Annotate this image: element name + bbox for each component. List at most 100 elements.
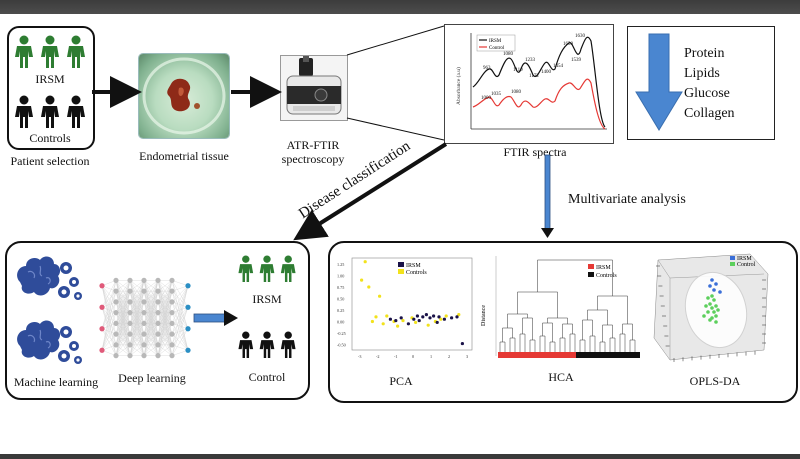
pca-point-irsm (435, 320, 439, 325)
nn-edge (157, 280, 173, 313)
nn-node (127, 342, 133, 348)
nn-node (127, 299, 133, 305)
svg-text:1000: 1000 (481, 96, 492, 101)
nn-node (99, 283, 105, 289)
person-icon (280, 255, 296, 283)
nn-node (169, 299, 175, 305)
nn-node (155, 310, 161, 316)
pca-caption: PCA (389, 374, 413, 388)
svg-text:1539: 1539 (571, 58, 582, 63)
ftir-ylabel: Absorbance (a.u) (455, 67, 462, 105)
nn-edge (129, 280, 145, 313)
irsm-patients-icon (15, 35, 85, 68)
svg-text:1454: 1454 (553, 64, 564, 69)
nn-node (185, 347, 191, 353)
pca-point-irsm (399, 316, 403, 320)
pca-ytick: 0.50 (337, 297, 344, 302)
pca-point-control (381, 322, 385, 326)
nn-edge (171, 285, 189, 356)
nn-node (113, 310, 119, 316)
opls-point-control (714, 320, 718, 324)
svg-text:1172: 1172 (529, 74, 539, 79)
nn-edge (143, 280, 159, 302)
svg-text:1650: 1650 (563, 42, 574, 47)
pca-point-control (360, 278, 364, 282)
nn-node (127, 288, 133, 294)
oplsda-3d-plot: IRSM Control (650, 250, 774, 364)
patient-selection-caption: Patient selection (10, 154, 90, 168)
svg-text:1080: 1080 (511, 90, 522, 95)
nn-edge (171, 328, 189, 356)
pca-point-control (363, 260, 367, 264)
nn-edge (115, 280, 131, 313)
pca-point-control (378, 294, 382, 298)
nn-node (141, 320, 147, 326)
nn-node (155, 342, 161, 348)
nn-node (155, 320, 161, 326)
pca-point-control (396, 324, 400, 328)
pca-legend-control: Controls (406, 270, 427, 276)
svg-text:1035: 1035 (491, 92, 502, 97)
nn-node (185, 283, 191, 289)
svg-text:1080: 1080 (503, 52, 514, 57)
pca-point-irsm (460, 341, 464, 346)
opls-point-irsm (712, 288, 716, 292)
nn-edge (115, 280, 131, 356)
nn-node (155, 353, 161, 359)
nn-edge (143, 280, 159, 356)
nn-edge (101, 291, 117, 351)
nn-edge (115, 280, 131, 292)
nn-edge (101, 312, 117, 351)
nn-edge (157, 280, 173, 302)
pca-point-irsm (417, 318, 421, 323)
nn-node (169, 331, 175, 337)
nn-edge (157, 301, 173, 356)
hca-caption: HCA (548, 370, 574, 384)
pca-point-control (426, 323, 430, 327)
nn-edge (129, 280, 145, 302)
machine-learning-label: Machine learning (13, 375, 99, 389)
nn-edge (143, 280, 159, 335)
nn-node (113, 331, 119, 337)
nn-edge (157, 280, 173, 335)
nn-edge (129, 323, 145, 356)
component-protein: Protein (684, 46, 725, 61)
nn-edge (129, 301, 145, 356)
person-icon (15, 35, 33, 68)
classification-result-arrow (193, 310, 238, 326)
pca-xtick: -2 (376, 354, 380, 359)
opls-point-control (712, 298, 716, 302)
pca-point-control (444, 314, 448, 318)
person-icon (259, 331, 275, 359)
zoom-line-bottom (346, 117, 445, 141)
pca-legend-irsm-swatch (398, 262, 404, 267)
pca-point-irsm (415, 314, 419, 318)
pca-point-irsm (388, 317, 392, 321)
pca-ytick: 0.00 (337, 320, 344, 325)
svg-text:IRSM: IRSM (489, 39, 502, 44)
nn-edge (157, 312, 173, 356)
nn-edge (171, 285, 189, 313)
svg-text:963: 963 (483, 66, 491, 71)
pca-point-control (457, 313, 461, 317)
pca-point-irsm (450, 316, 454, 320)
nn-node (169, 353, 175, 359)
opls-point-control (714, 304, 718, 308)
nn-node (127, 310, 133, 316)
nn-edge (129, 280, 145, 335)
pca-point-control (439, 317, 443, 321)
person-icon (280, 331, 296, 359)
pca-legend-control-swatch (398, 269, 404, 274)
nn-edge (143, 312, 159, 356)
nn-node (113, 353, 119, 359)
nn-node (99, 326, 105, 332)
spectroscopy-caption-line1: ATR-FTIR (286, 138, 340, 152)
pca-point-irsm (412, 317, 416, 321)
nn-node (141, 288, 147, 294)
nn-node (155, 277, 161, 283)
nn-edge (171, 285, 189, 302)
deep-learning-network-icon (99, 277, 191, 359)
tissue-caption: Endometrial tissue (139, 149, 229, 163)
zoom-line-top (346, 25, 445, 56)
